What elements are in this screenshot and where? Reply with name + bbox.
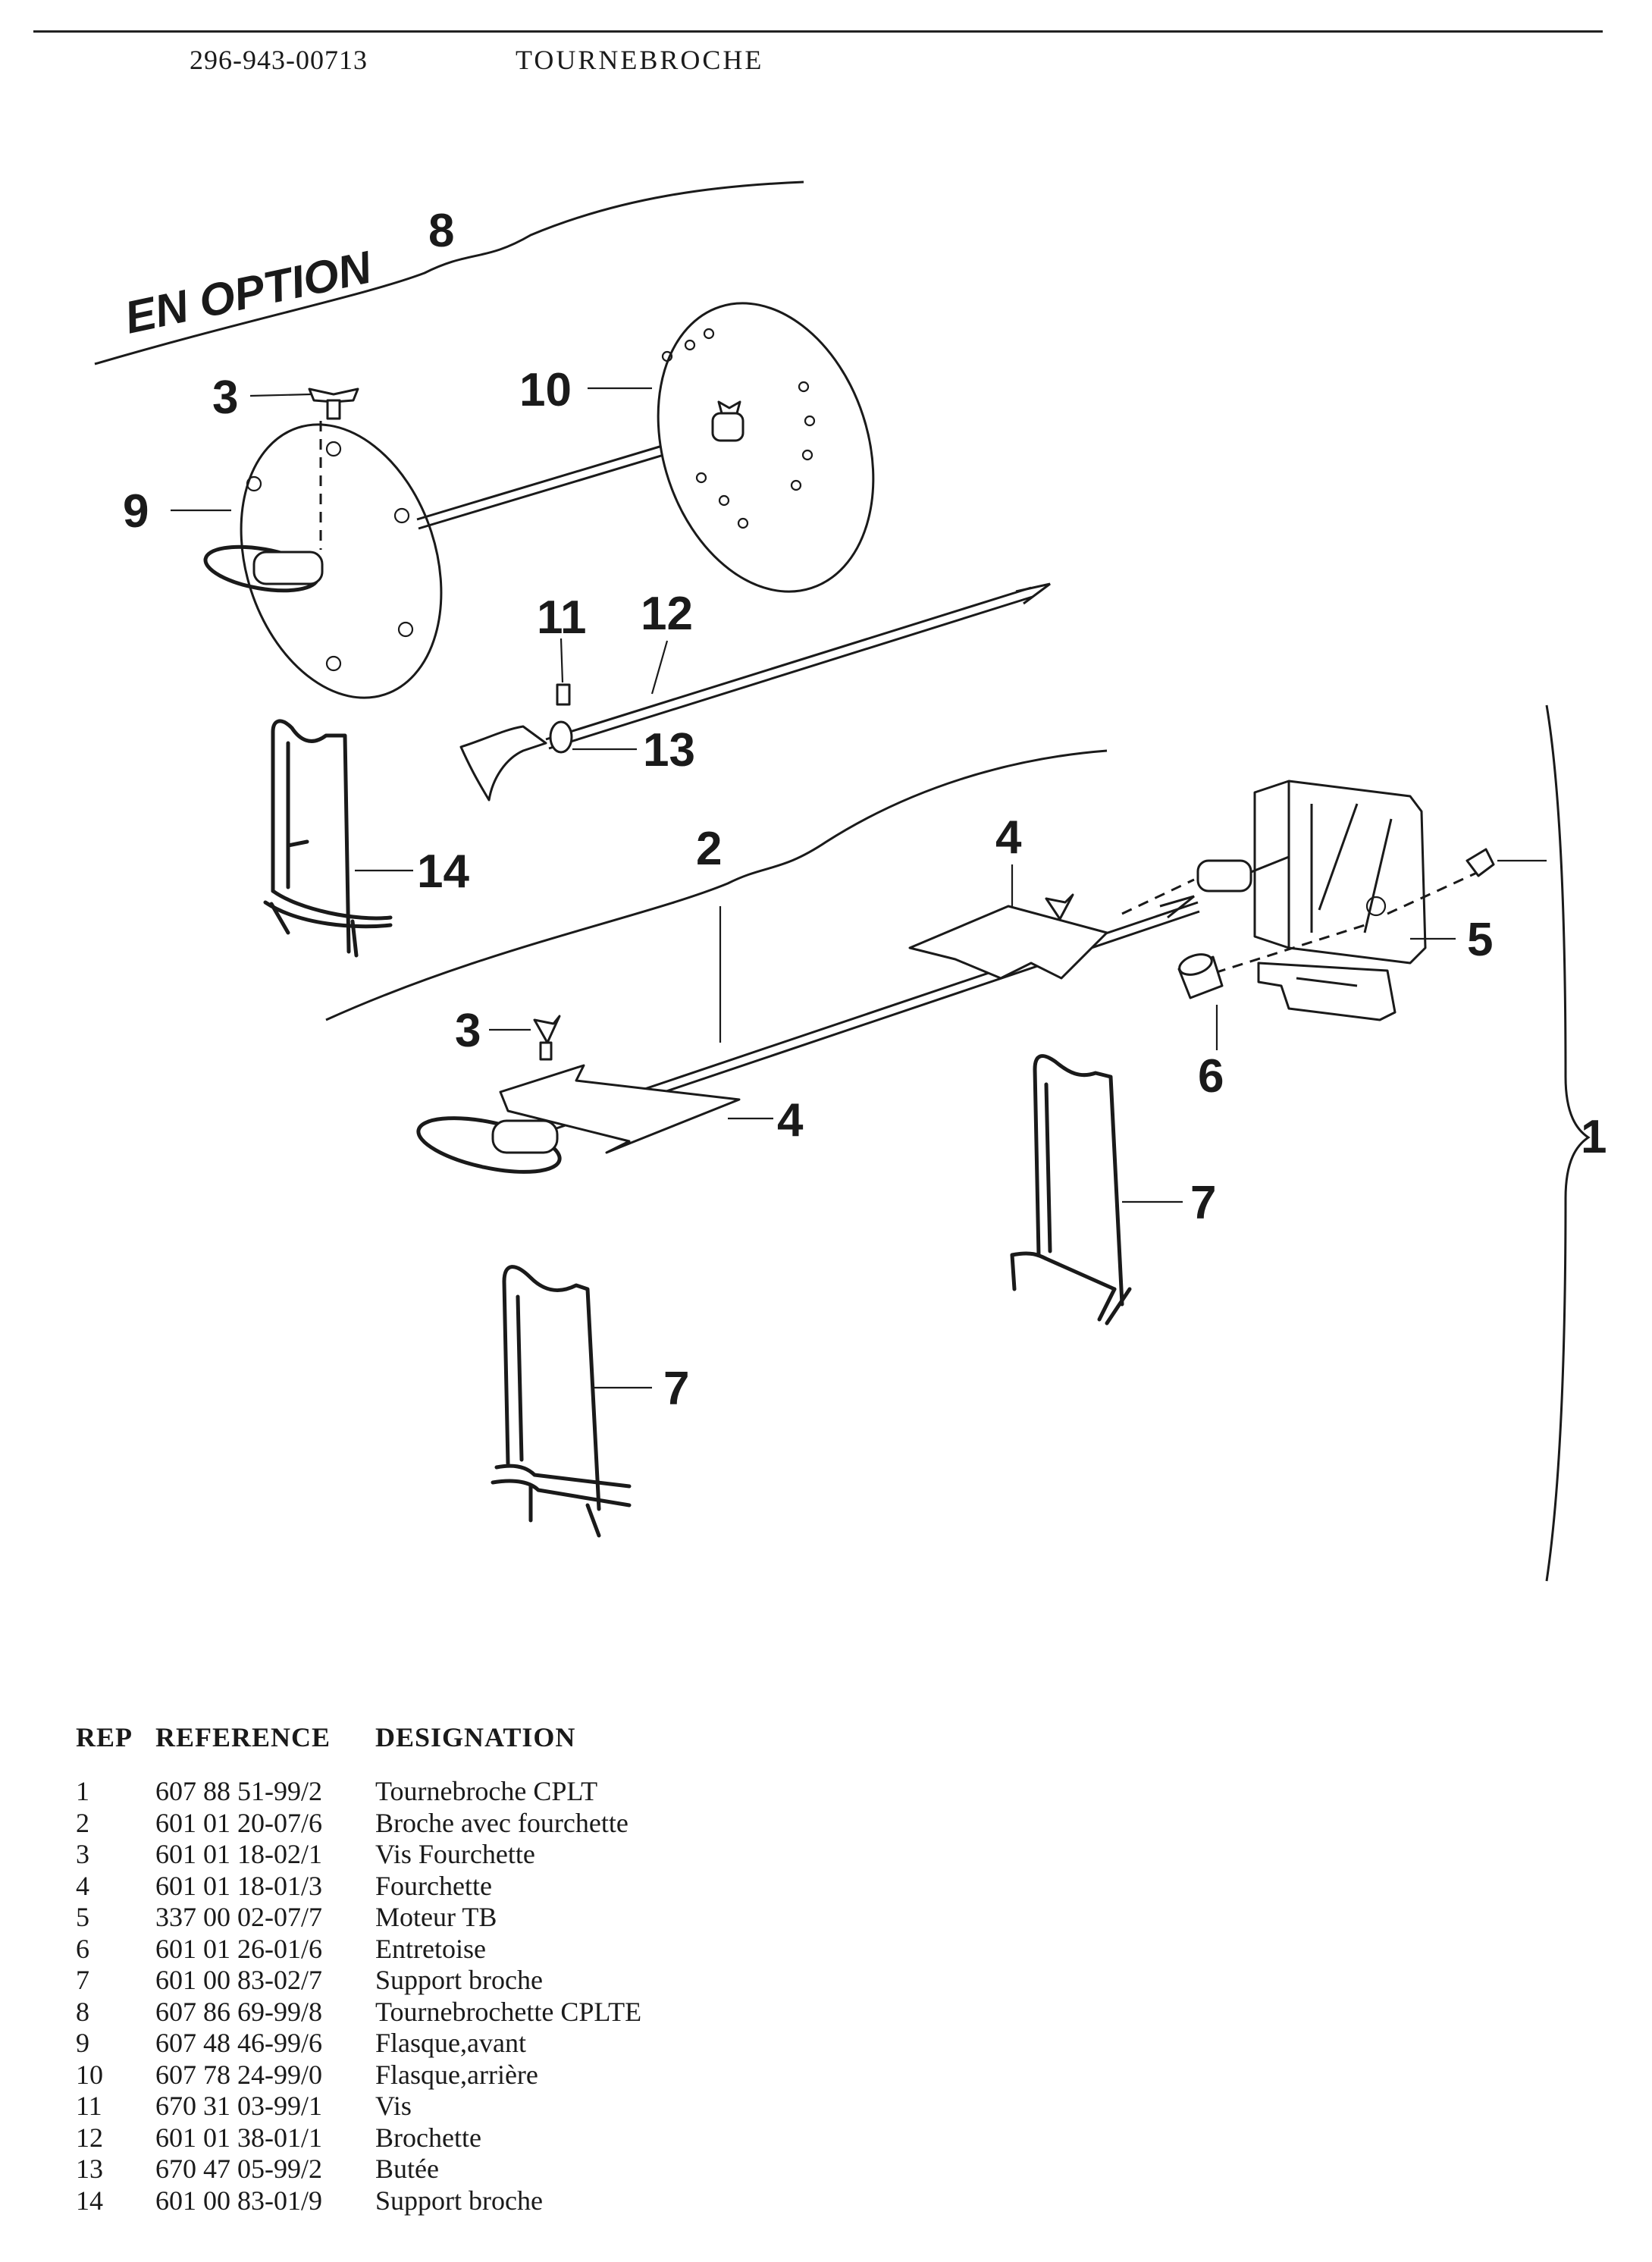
table-row: 7 601 00 83-02/7 Support broche — [76, 1965, 834, 1997]
cell-rep: 14 — [76, 2185, 103, 2216]
option-divider-curve — [94, 180, 804, 365]
cell-reference: 601 00 83-02/7 — [155, 1965, 322, 1995]
table-row: 11 670 31 03-99/1 Vis — [76, 2091, 834, 2122]
main-divider-curve — [325, 749, 1108, 1021]
cell-reference: 337 00 02-07/7 — [155, 1902, 322, 1932]
document-title: TOURNEBROCHE — [516, 45, 764, 75]
cell-rep: 13 — [76, 2154, 103, 2184]
cell-rep: 12 — [76, 2122, 103, 2153]
leader-lines — [171, 387, 1547, 1389]
callout-11: 11 — [537, 591, 587, 644]
column-header-reference: REFERENCE — [155, 1722, 331, 1752]
cell-designation: Vis Fourchette — [375, 1839, 535, 1869]
callout-1: 1 — [1581, 1111, 1607, 1163]
table-row: 9 607 48 46-99/6 Flasque,avant — [76, 2028, 834, 2060]
table-row: 6 601 01 26-01/6 Entretoise — [76, 1934, 834, 1966]
option-label: EN OPTION — [121, 241, 377, 344]
cell-designation: Butée — [375, 2154, 439, 2184]
callout-12: 12 — [641, 588, 693, 640]
callout-7-right: 7 — [1190, 1177, 1216, 1229]
spit-support-bottom — [491, 1265, 632, 1538]
cell-rep: 11 — [76, 2091, 102, 2121]
cell-rep: 1 — [76, 1776, 89, 1806]
callout-2: 2 — [696, 823, 722, 875]
table-row: 12 601 01 38-01/1 Brochette — [76, 2122, 834, 2154]
cell-rep: 8 — [76, 1996, 89, 2027]
cell-reference: 670 31 03-99/1 — [155, 2091, 322, 2121]
spit-support-right — [1010, 1054, 1132, 1326]
cell-rep: 3 — [76, 1839, 89, 1869]
cell-designation: Entretoise — [375, 1933, 486, 1964]
callout-13: 13 — [643, 724, 695, 776]
cell-designation: Tournebrochette CPLTE — [375, 1996, 642, 2027]
parts-list-table: REP REFERENCE DESIGNATION 1 607 88 51-99/… — [76, 1721, 834, 2217]
cell-reference: 670 47 05-99/2 — [155, 2154, 322, 2184]
table-row: 13 670 47 05-99/2 Butée — [76, 2154, 834, 2185]
callout-5: 5 — [1467, 914, 1493, 966]
callout-4-upper: 4 — [995, 811, 1022, 864]
column-header-rep: REP — [76, 1722, 133, 1752]
cell-designation: Fourchette — [375, 1870, 492, 1901]
table-row: 3 601 01 18-02/1 Vis Fourchette — [76, 1839, 834, 1871]
column-header-designation: DESIGNATION — [375, 1722, 576, 1752]
cell-reference: 601 01 18-01/3 — [155, 1870, 322, 1901]
cell-designation: Tournebroche CPLT — [375, 1776, 598, 1806]
callout-3-lower: 3 — [455, 1005, 481, 1057]
cell-rep: 4 — [76, 1870, 89, 1901]
document-code: 296-943-00713 — [190, 45, 368, 75]
table-row: 1 607 88 51-99/2 Tournebroche CPLT — [76, 1776, 834, 1808]
table-row: 14 601 00 83-01/9 Support broche — [76, 2185, 834, 2217]
cell-designation: Brochette — [375, 2122, 481, 2153]
cell-reference: 601 01 20-07/6 — [155, 1807, 322, 1838]
assembly-brace — [1545, 704, 1591, 1582]
wing-screw-top — [308, 387, 359, 420]
cell-reference: 607 86 69-99/8 — [155, 1996, 322, 2027]
table-row: 8 607 86 69-99/8 Tournebrochette CPLTE — [76, 1997, 834, 2028]
cell-rep: 2 — [76, 1807, 89, 1838]
callout-14: 14 — [417, 846, 469, 898]
table-row: 5 337 00 02-07/7 Moteur TB — [76, 1902, 834, 1934]
front-flange — [203, 421, 443, 699]
cell-designation: Flasque,avant — [375, 2028, 526, 2058]
parts-list-header-row: REP REFERENCE DESIGNATION — [76, 1721, 834, 1776]
cell-reference: 601 01 18-02/1 — [155, 1839, 322, 1869]
main-spit-assembly — [416, 893, 1200, 1174]
callout-3-top: 3 — [212, 372, 238, 424]
skewer-assembly — [459, 582, 1051, 802]
table-row: 2 601 01 20-07/6 Broche avec fourchette — [76, 1808, 834, 1840]
cell-reference: 607 88 51-99/2 — [155, 1776, 322, 1806]
cell-designation: Support broche — [375, 2185, 543, 2216]
motor-unit — [1121, 780, 1495, 1021]
table-row: 4 601 01 18-01/3 Fourchette — [76, 1871, 834, 1903]
cell-rep: 7 — [76, 1965, 89, 1995]
cell-rep: 6 — [76, 1933, 89, 1964]
cell-designation: Support broche — [375, 1965, 543, 1995]
cell-reference: 601 01 26-01/6 — [155, 1933, 322, 1964]
callout-9: 9 — [123, 485, 149, 538]
spacer — [1177, 953, 1224, 999]
callout-6: 6 — [1198, 1050, 1224, 1103]
cell-designation: Vis — [375, 2091, 412, 2121]
skewer-support-small — [263, 719, 393, 958]
callout-7-bottom: 7 — [663, 1363, 689, 1415]
cell-designation: Broche avec fourchette — [375, 1807, 629, 1838]
cell-designation: Flasque,arrière — [375, 2059, 538, 2090]
callout-8: 8 — [428, 205, 454, 257]
callout-4-lower: 4 — [777, 1094, 804, 1147]
cell-rep: 10 — [76, 2059, 103, 2090]
callout-10: 10 — [519, 364, 572, 416]
cell-rep: 9 — [76, 2028, 89, 2058]
cell-reference: 607 48 46-99/6 — [155, 2028, 322, 2058]
cell-reference: 601 01 38-01/1 — [155, 2122, 322, 2153]
header-rule — [33, 30, 1603, 33]
exploded-parts-diagram: EN OPTION — [94, 180, 1607, 1582]
cell-reference: 607 78 24-99/0 — [155, 2059, 322, 2090]
table-row: 10 607 78 24-99/0 Flasque,arrière — [76, 2060, 834, 2091]
cell-rep: 5 — [76, 1902, 89, 1932]
cell-designation: Moteur TB — [375, 1902, 497, 1932]
cell-reference: 601 00 83-01/9 — [155, 2185, 322, 2216]
rear-flange — [657, 302, 875, 593]
